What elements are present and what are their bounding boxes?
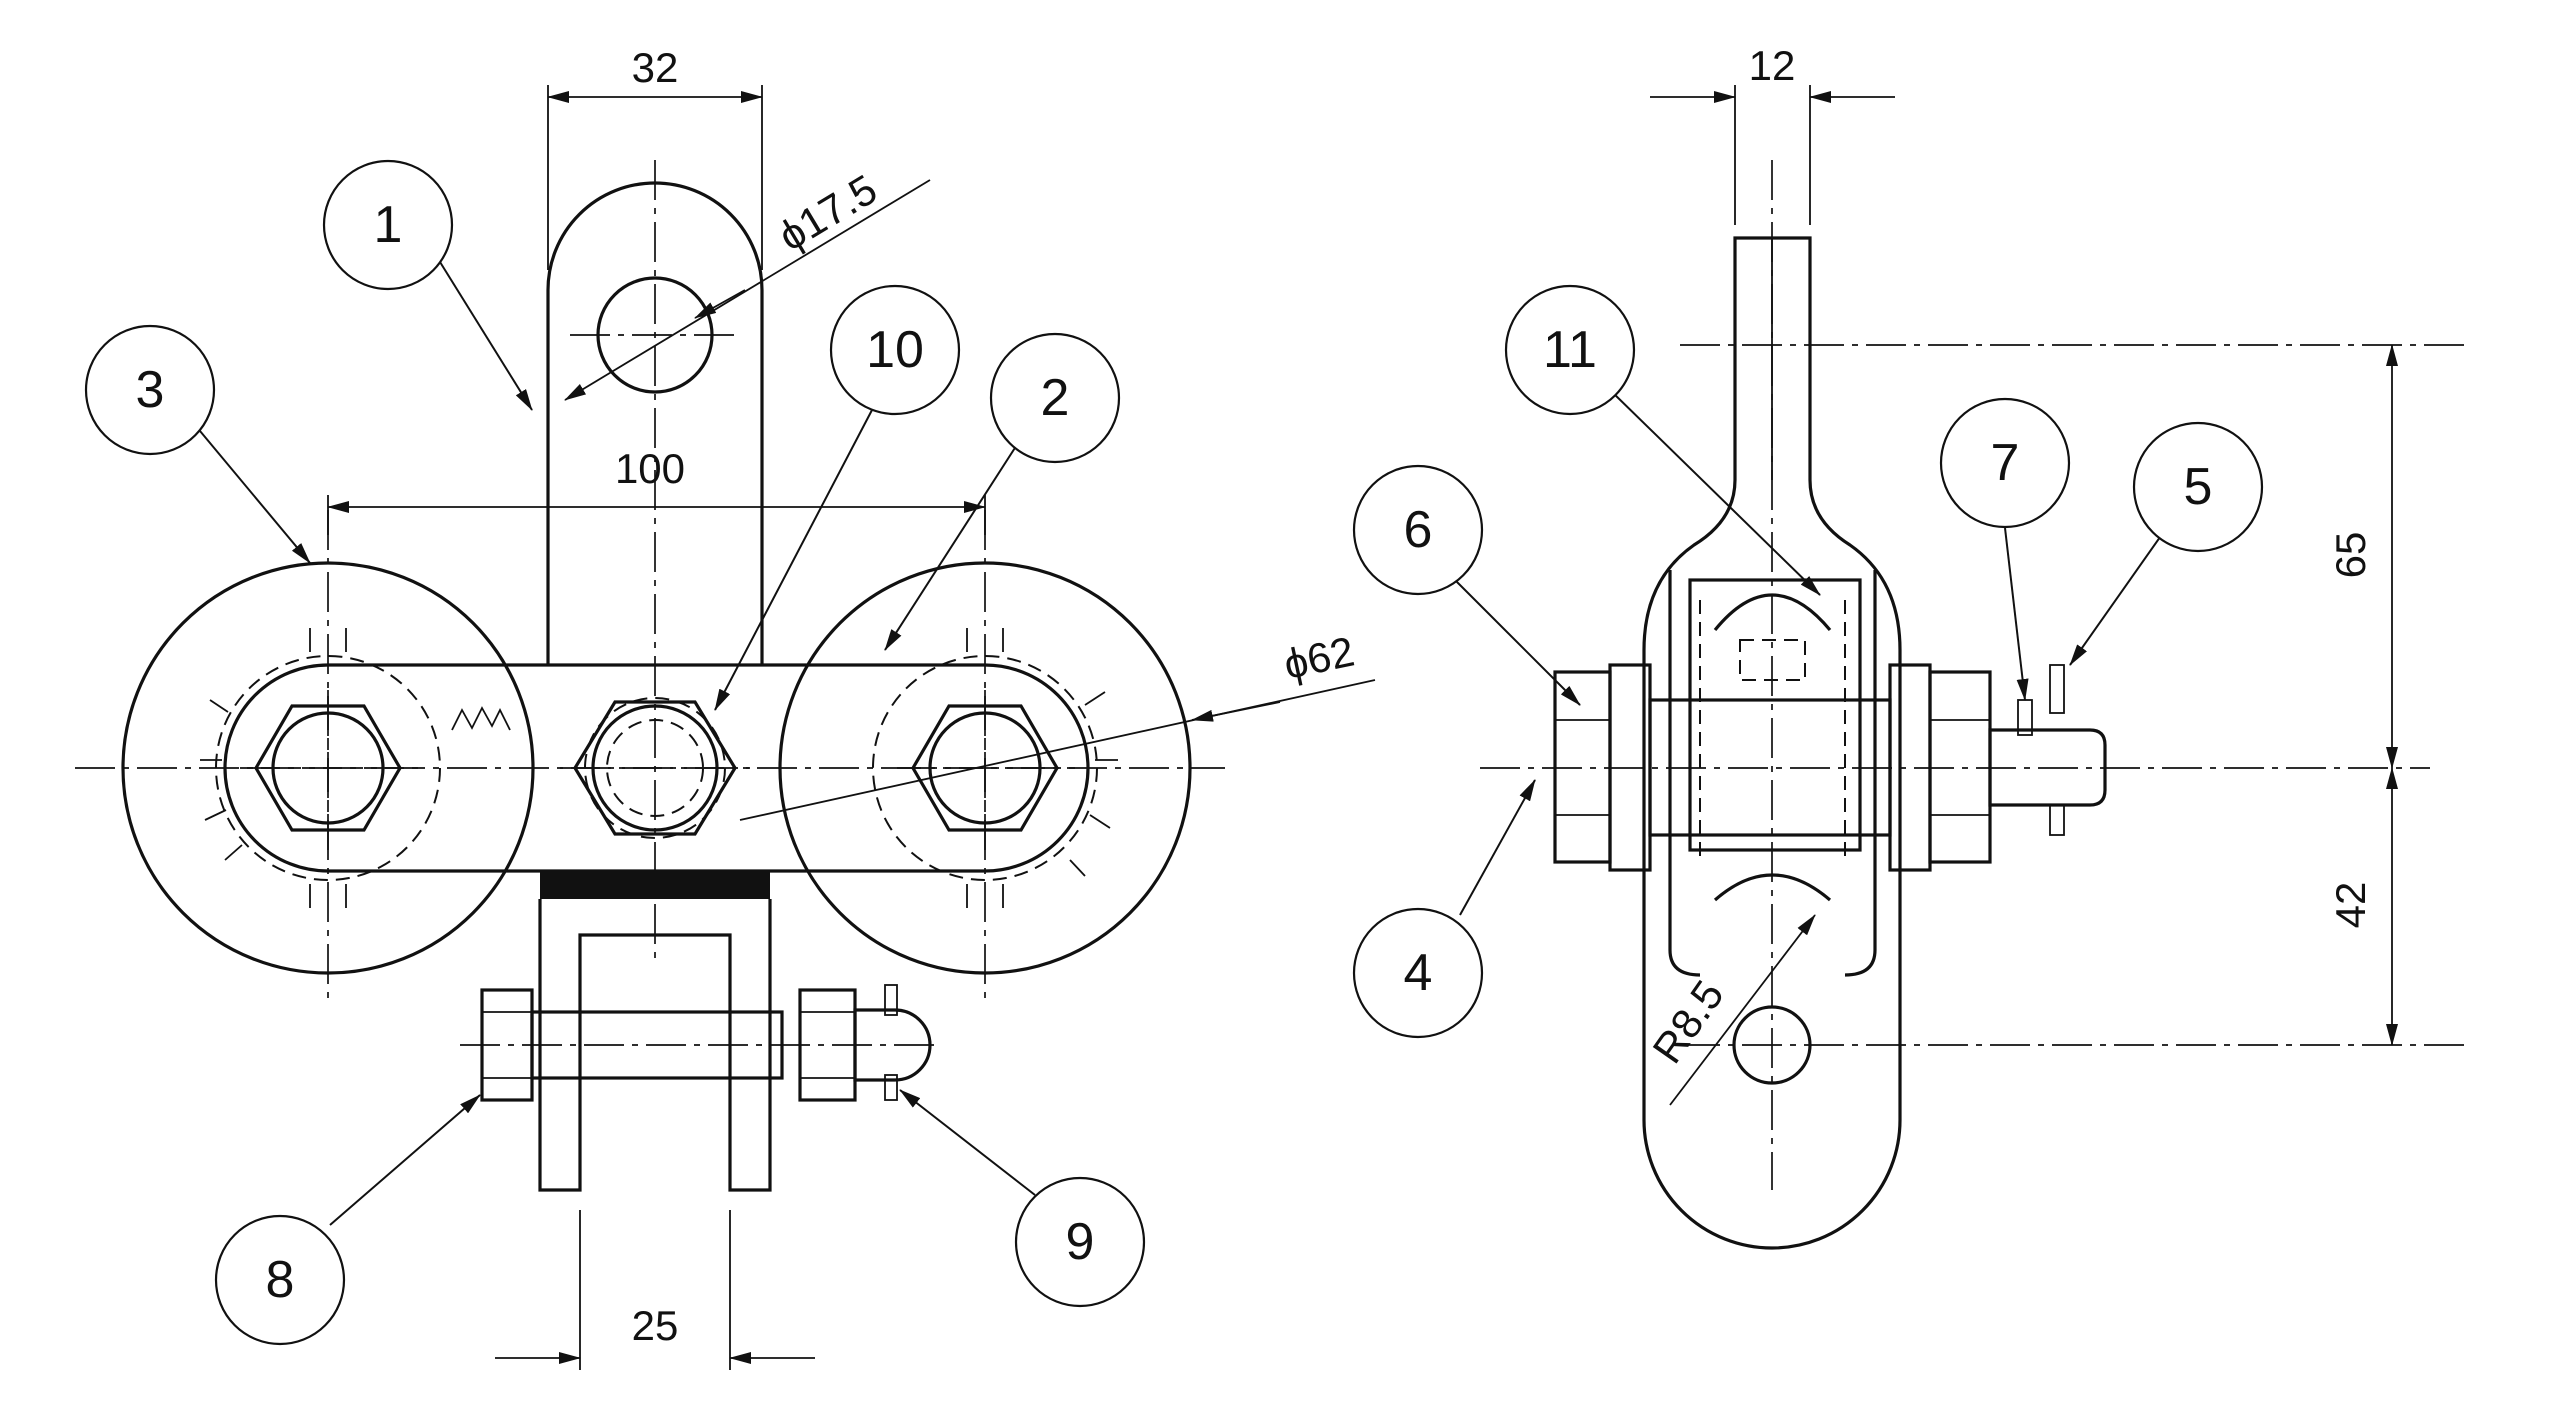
dim-32: 32 [632, 44, 679, 91]
balloons: 1 2 3 4 5 6 7 8 9 10 11 [84, 159, 2264, 1346]
balloon-5-label: 5 [2184, 458, 2213, 516]
hanger-plate [546, 181, 764, 665]
balloon-6 [1352, 464, 1484, 596]
balloon-9-label: 9 [1066, 1213, 1095, 1271]
main-plate [223, 663, 1090, 873]
side-view: 12 65 42 R8.5 [1480, 42, 2470, 1250]
balloon-3 [84, 324, 216, 456]
dim-phi-62: ϕ62 [1280, 628, 1358, 689]
balloon-8 [214, 1214, 346, 1346]
dim-100: 100 [615, 445, 685, 492]
balloon-1-label: 1 [374, 196, 403, 254]
balloon-5 [2132, 421, 2264, 553]
dim-65: 65 [2327, 532, 2374, 579]
balloon-10 [829, 284, 961, 416]
balloon-2 [989, 332, 1121, 464]
balloon-8-label: 8 [266, 1251, 295, 1309]
right-wheel [778, 561, 1192, 975]
balloon-7-label: 7 [1991, 434, 2020, 492]
left-wheel [121, 561, 535, 975]
balloon-4 [1352, 907, 1484, 1039]
balloon-2-label: 2 [1041, 369, 1070, 427]
balloon-10-label: 10 [866, 321, 924, 379]
balloon-7 [1939, 397, 2071, 529]
balloon-6-label: 6 [1404, 501, 1433, 559]
dim-phi-17-5: ϕ17.5 [770, 165, 884, 260]
sheave [1688, 578, 1862, 852]
balloon-11 [1504, 284, 1636, 416]
clevis-bracket [538, 899, 772, 1192]
balloon-4-label: 4 [1404, 944, 1433, 1002]
dim-r8-5: R8.5 [1643, 972, 1732, 1072]
hanger-hole [596, 276, 714, 394]
hanger-plate-side [1642, 236, 1902, 1250]
axle-bolt-head [1553, 670, 1612, 864]
dim-12: 12 [1749, 42, 1796, 89]
lower-hole [1732, 1005, 1812, 1085]
balloon-1 [322, 159, 454, 291]
balloon-3-label: 3 [136, 361, 165, 419]
balloon-11-label: 11 [1543, 321, 1597, 379]
maker-mark [451, 706, 511, 731]
front-view: 32 ϕ17.5 100 ϕ62 25 [75, 44, 1376, 1370]
axle-end [1988, 728, 2107, 807]
balloon-9 [1014, 1176, 1146, 1308]
dim-25: 25 [632, 1302, 679, 1349]
weld-strip [540, 871, 770, 899]
dim-42: 42 [2327, 882, 2374, 929]
axle-nut [1928, 670, 1992, 864]
bolt-end [853, 1008, 932, 1082]
